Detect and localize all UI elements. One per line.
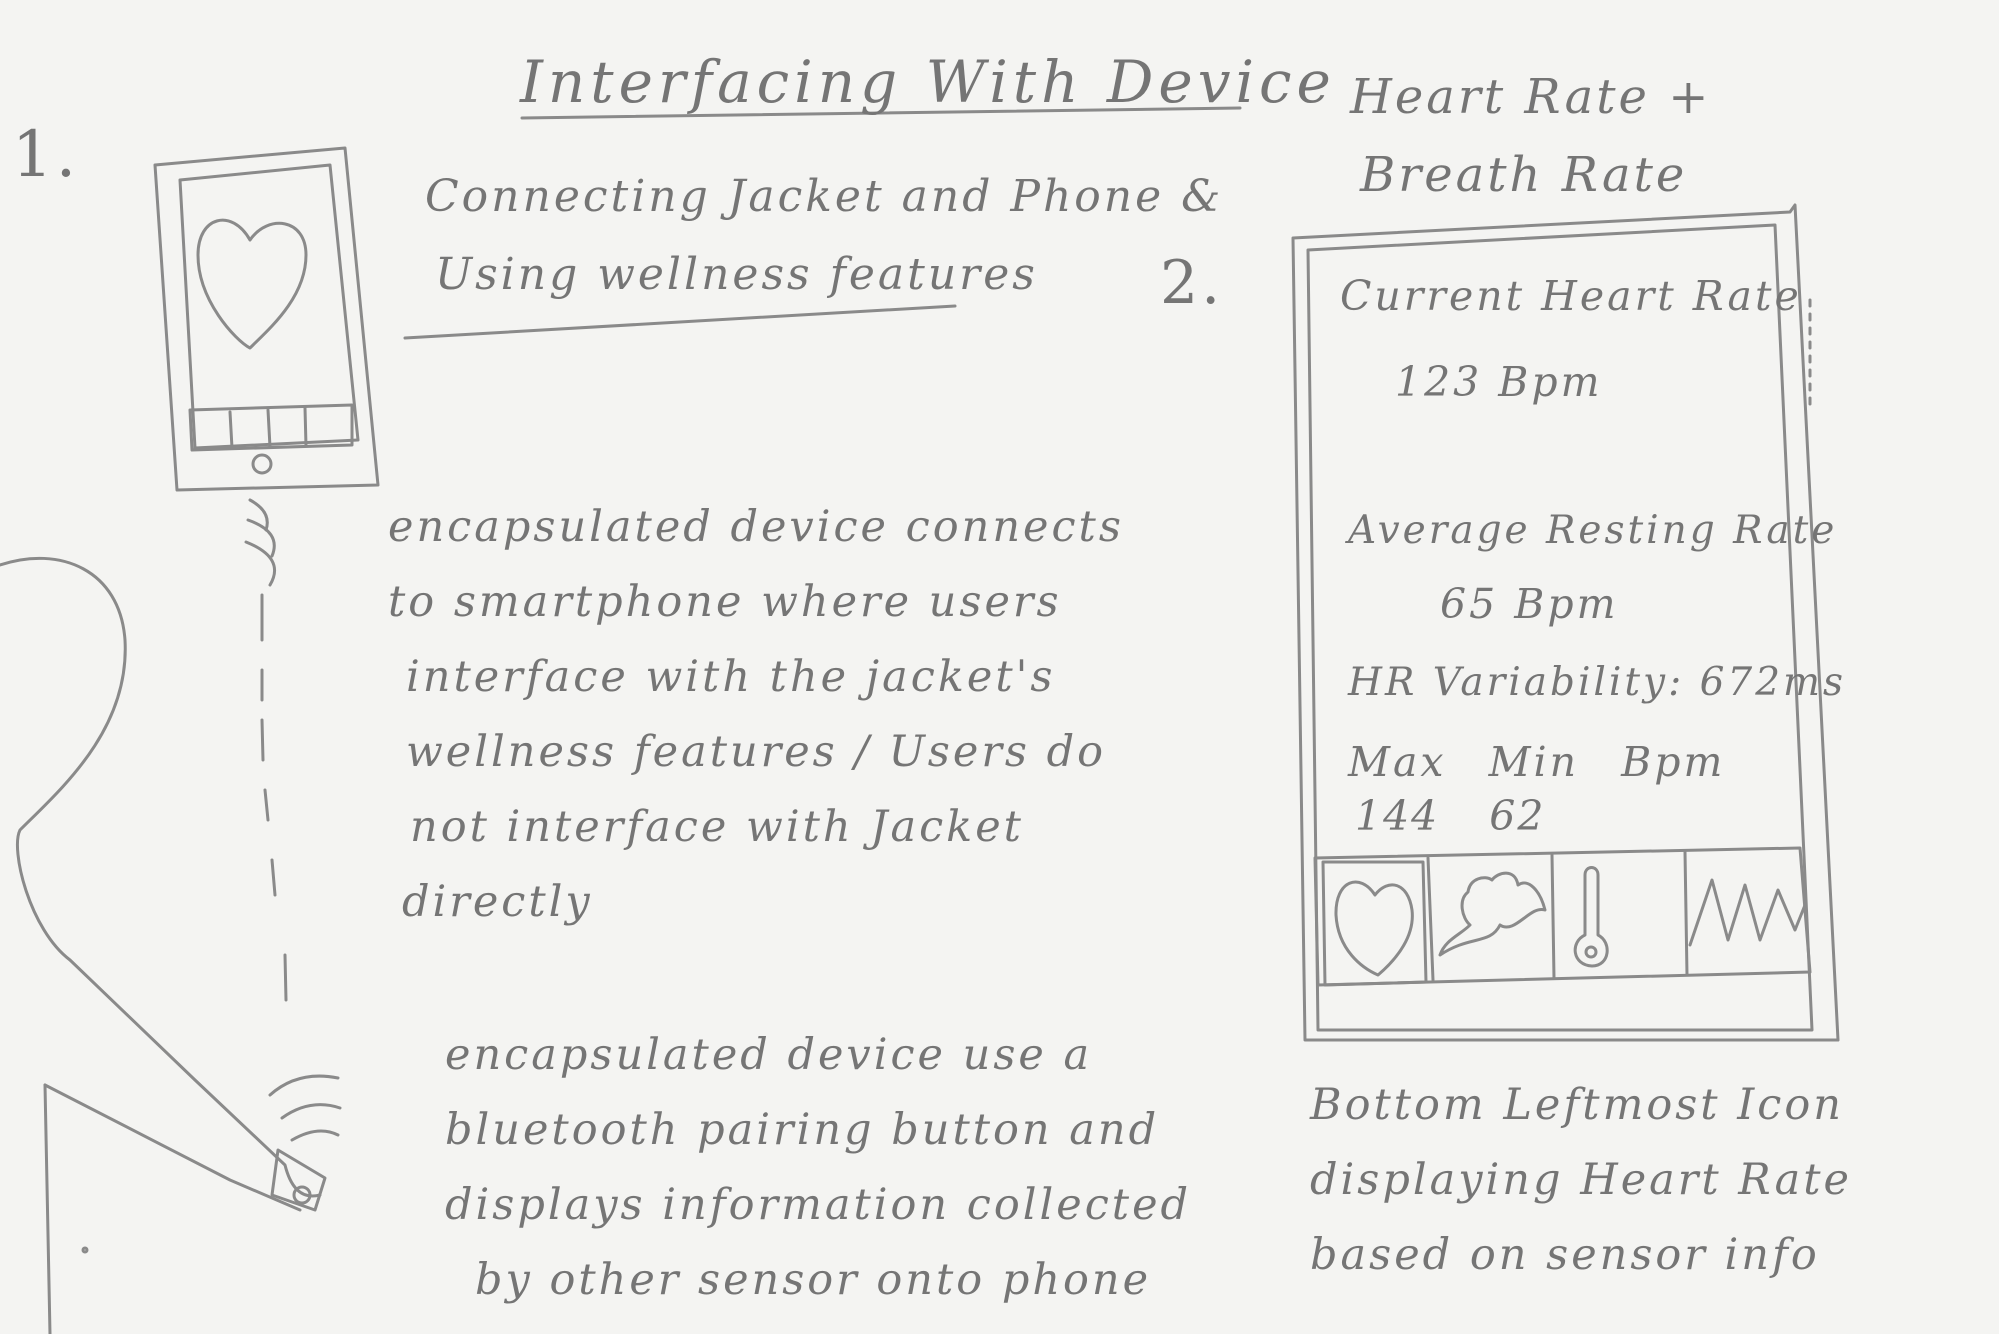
description-line: encapsulated device connects xyxy=(388,502,1124,552)
screen-thermometer-icon xyxy=(1573,866,1609,968)
max-label: Max xyxy=(1348,738,1447,786)
heading-line: Heart Rate + xyxy=(1350,69,1712,125)
heart-breath-heading: Heart Rate + Breath Rate xyxy=(1350,58,1711,214)
screen-heart-icon xyxy=(1334,880,1414,977)
hr-variability: HR Variability: 672ms xyxy=(1348,660,1847,705)
caption-line: Bottom Leftmost Icon xyxy=(1310,1080,1844,1130)
person-jacket-outline xyxy=(0,556,327,1334)
large-phone xyxy=(1291,203,1840,1042)
current-heart-rate-label: Current Heart Rate xyxy=(1340,272,1802,320)
phone-heart-icon xyxy=(196,218,308,350)
step-2-number: 2. xyxy=(1160,248,1224,318)
caption-line: based on sensor info xyxy=(1310,1230,1820,1280)
bottom-icon-caption: Bottom Leftmost Icon displaying Heart Ra… xyxy=(1310,1068,1852,1293)
subtitle-line: Connecting Jacket and Phone & xyxy=(425,171,1224,222)
bpm-label: Bpm xyxy=(1621,738,1726,786)
max-min-values: 144 62 xyxy=(1355,792,1595,840)
description-line: encapsulated device use a xyxy=(445,1030,1093,1080)
small-phone xyxy=(153,146,380,492)
description-line: wellness features / Users do xyxy=(406,727,1107,777)
description-line: not interface with Jacket xyxy=(410,802,1024,852)
screen-waveform-icon xyxy=(1688,878,1807,947)
signal-waves-top xyxy=(244,498,276,587)
subtitle-line: Using wellness features xyxy=(435,249,1038,300)
subtitle-underline xyxy=(403,304,957,340)
description-line: displays information collected xyxy=(445,1180,1192,1230)
average-resting-rate-label: Average Resting Rate xyxy=(1348,508,1838,553)
max-value: 144 xyxy=(1355,792,1440,840)
description-line: interface with the jacket's xyxy=(406,652,1056,702)
min-value: 62 xyxy=(1489,792,1546,840)
heading-line: Breath Rate xyxy=(1360,147,1688,203)
screen-lungs-icon xyxy=(1438,871,1547,957)
current-heart-rate-value: 123 Bpm xyxy=(1395,358,1603,406)
description-line: by other sensor onto phone xyxy=(475,1255,1152,1305)
description-connection: encapsulated device connects to smartpho… xyxy=(388,490,1124,940)
connection-dashed-line xyxy=(260,593,288,1002)
title-underline xyxy=(520,106,1242,120)
caption-line: displaying Heart Rate xyxy=(1310,1155,1853,1205)
signal-waves-wrist xyxy=(268,1074,342,1142)
step-1-number: 1. xyxy=(12,118,80,192)
page-title: Interfacing With Device xyxy=(520,48,1336,116)
min-label: Min xyxy=(1488,738,1580,786)
average-resting-rate-value: 65 Bpm xyxy=(1440,580,1619,628)
max-min-header: Max Min Bpm xyxy=(1348,738,1767,786)
description-line: directly xyxy=(402,877,593,927)
description-bluetooth: encapsulated device use a bluetooth pair… xyxy=(445,1018,1191,1318)
description-line: bluetooth pairing button and xyxy=(445,1105,1160,1155)
subtitle: Connecting Jacket and Phone & Using well… xyxy=(425,158,1223,314)
description-line: to smartphone where users xyxy=(388,577,1062,627)
